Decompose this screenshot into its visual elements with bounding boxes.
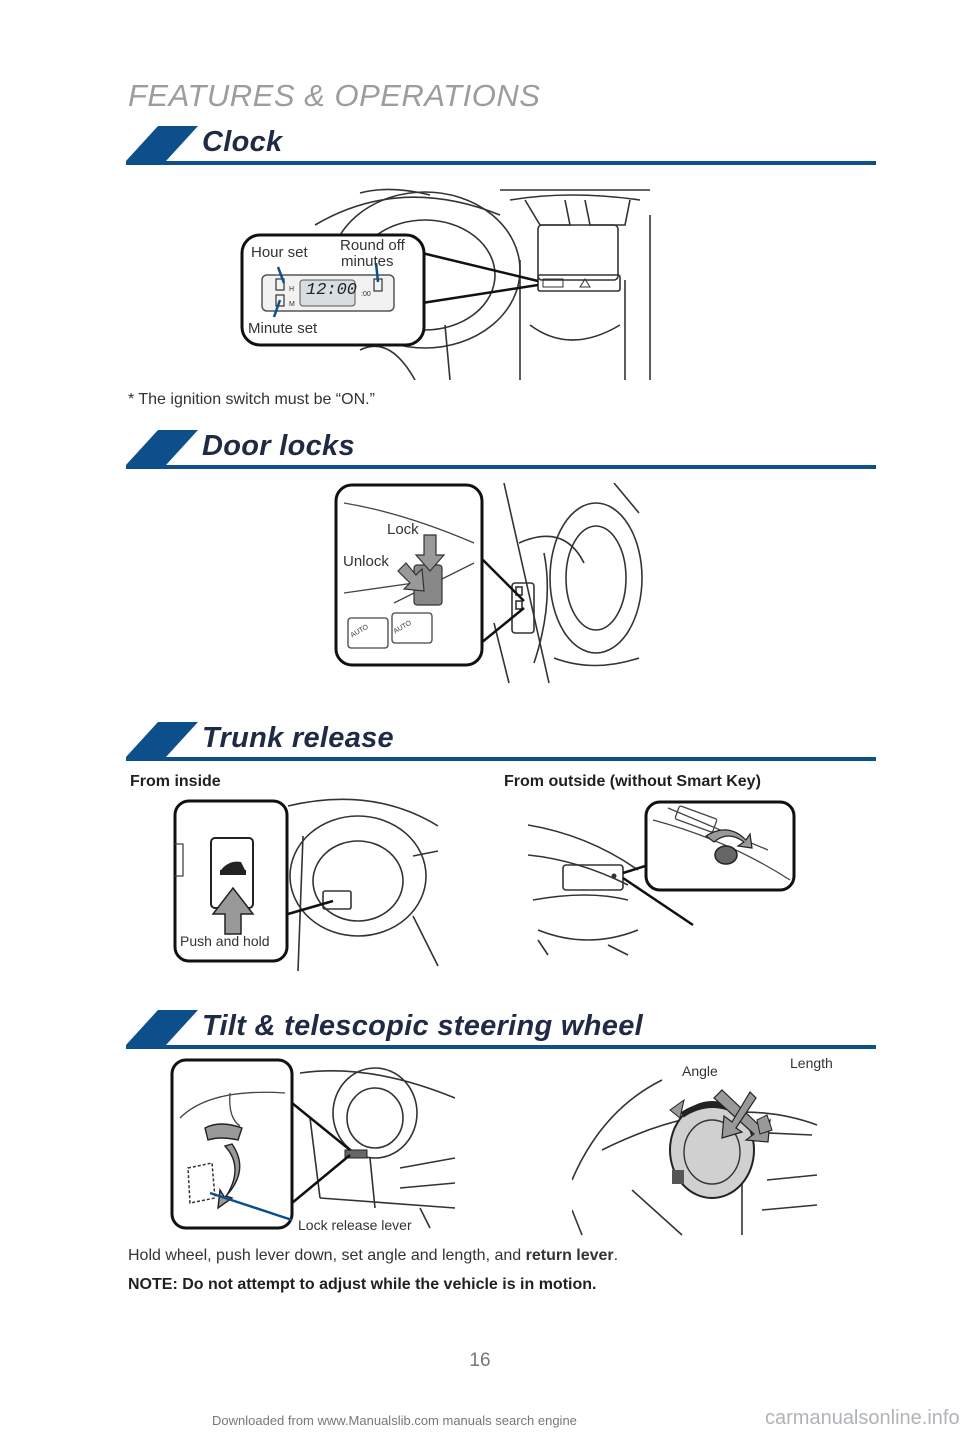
tilt-section-header: Tilt & telescopic steering wheel: [126, 1008, 876, 1052]
section-banner: [126, 126, 876, 165]
from-inside-label: From inside: [130, 773, 221, 790]
round-off-label: Round off: [340, 237, 405, 254]
lock-label: Lock: [387, 521, 419, 538]
clock-h-button-label: H: [289, 286, 295, 293]
unlock-label: Unlock: [343, 553, 389, 570]
from-outside-label: From outside (without Smart Key): [504, 773, 761, 790]
instruction-text: Hold wheel, push lever down, set angle a…: [128, 1247, 526, 1264]
clock-round-button-label: :00: [361, 291, 371, 298]
return-lever-text: return lever: [525, 1247, 614, 1264]
watermark: carmanualsonline.info: [765, 1407, 960, 1429]
door-locks-illustration: [334, 483, 643, 684]
door-locks-title: Door locks: [202, 430, 355, 462]
trunk-title: Trunk release: [202, 722, 394, 754]
push-and-hold-label: Push and hold: [180, 933, 270, 949]
trunk-inside-illustration: [173, 798, 439, 972]
tilt-title: Tilt & telescopic steering wheel: [202, 1010, 643, 1042]
tilt-wheel-illustration: [572, 1079, 818, 1236]
clock-illustration: [240, 188, 651, 380]
door-locks-section-header: Door locks: [126, 428, 876, 472]
footer-download-text: Downloaded from www.Manualslib.com manua…: [212, 1413, 577, 1428]
clock-section-header: Clock: [126, 124, 876, 168]
clock-title: Clock: [202, 126, 283, 158]
minutes-label: minutes: [341, 253, 394, 270]
page-number: 16: [469, 1350, 491, 1371]
minute-set-label: Minute set: [248, 320, 318, 337]
section-banner: [126, 430, 876, 469]
tilt-lever-illustration: [170, 1058, 456, 1230]
section-banner: [126, 722, 876, 761]
angle-label: Angle: [682, 1063, 718, 1079]
clock-display-time: 12:00: [306, 281, 358, 300]
trunk-outside-illustration: [528, 800, 796, 956]
tilt-instruction: Hold wheel, push lever down, set angle a…: [128, 1247, 618, 1265]
ignition-note: * The ignition switch must be “ON.”: [128, 391, 375, 408]
lock-release-lever-label: Lock release lever: [298, 1217, 412, 1233]
trunk-section-header: Trunk release: [126, 720, 876, 764]
hour-set-label: Hour set: [251, 244, 308, 261]
section-banner: [126, 1010, 876, 1049]
length-label: Length: [790, 1055, 833, 1071]
motion-note: NOTE: Do not attempt to adjust while the…: [128, 1276, 597, 1293]
instruction-end: .: [613, 1247, 619, 1264]
clock-m-button-label: M: [289, 301, 295, 308]
page-heading: FEATURES & OPERATIONS: [128, 78, 541, 113]
